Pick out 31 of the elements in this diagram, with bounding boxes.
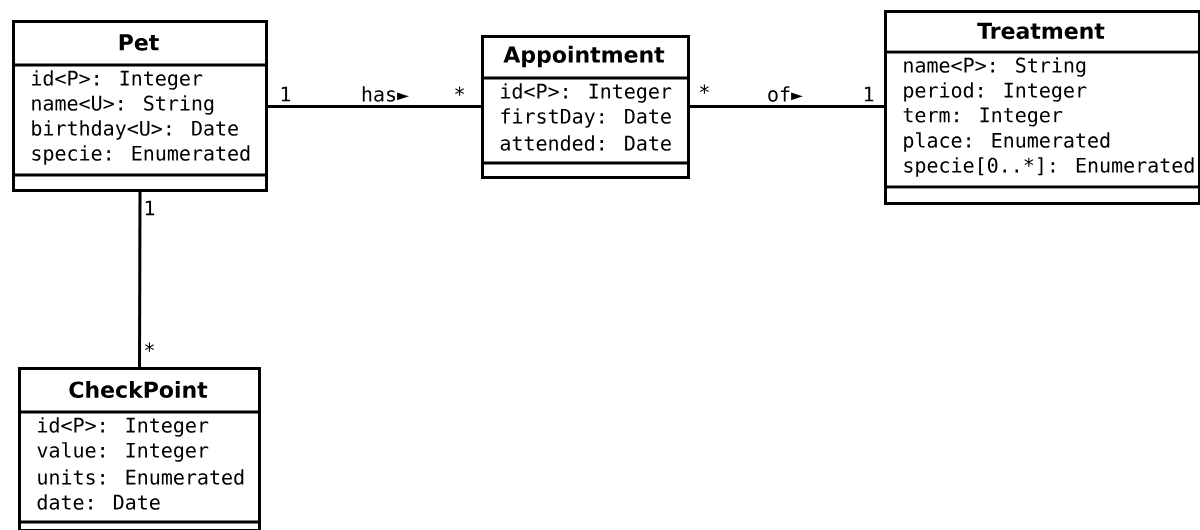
- attribute-text: id<P>: Integer: [32, 70, 203, 90]
- attribute-text: specie[0..*]: Enumerated: [904, 157, 1194, 177]
- attribute-text: id<P>: Integer: [501, 83, 672, 103]
- attribute-text: period: Integer: [904, 82, 1087, 102]
- attribute-text: units: Enumerated: [38, 469, 244, 485]
- attribute-text: term: Integer: [903, 107, 1063, 127]
- attribute-text: id<P>: Integer: [38, 417, 209, 437]
- attribute-text: place: Enumerated: [904, 132, 1110, 152]
- multiplicity-label: 1: [281, 86, 291, 102]
- class-name: Appointment: [503, 45, 665, 68]
- edge-label: of►: [764, 84, 806, 104]
- attribute-text: firstDay: Date: [501, 108, 671, 128]
- multiplicity-label: *: [145, 342, 154, 352]
- attribute-text: specie: Enumerated: [32, 145, 250, 165]
- attribute-text: value: Integer: [37, 442, 209, 462]
- attribute-text: name<U>: String: [32, 95, 214, 115]
- multiplicity-label: 1: [865, 86, 874, 102]
- attribute-text: birthday<U>: Date: [32, 120, 238, 140]
- association-line: [268, 105, 481, 108]
- multiplicity-label: *: [700, 84, 709, 94]
- association-line: [138, 192, 142, 367]
- edge-label: has►: [358, 84, 412, 104]
- class-name: Treatment: [977, 22, 1105, 40]
- attribute-text: date: Date: [37, 494, 160, 510]
- class-name: Pet: [119, 34, 159, 51]
- multiplicity-label: *: [455, 86, 464, 96]
- attribute-text: name<P>: String: [904, 57, 1086, 77]
- multiplicity-label: 1: [145, 200, 155, 216]
- attribute-text: attended: Date: [500, 135, 671, 151]
- class-name: CheckPoint: [69, 381, 208, 398]
- association-line: [690, 105, 884, 108]
